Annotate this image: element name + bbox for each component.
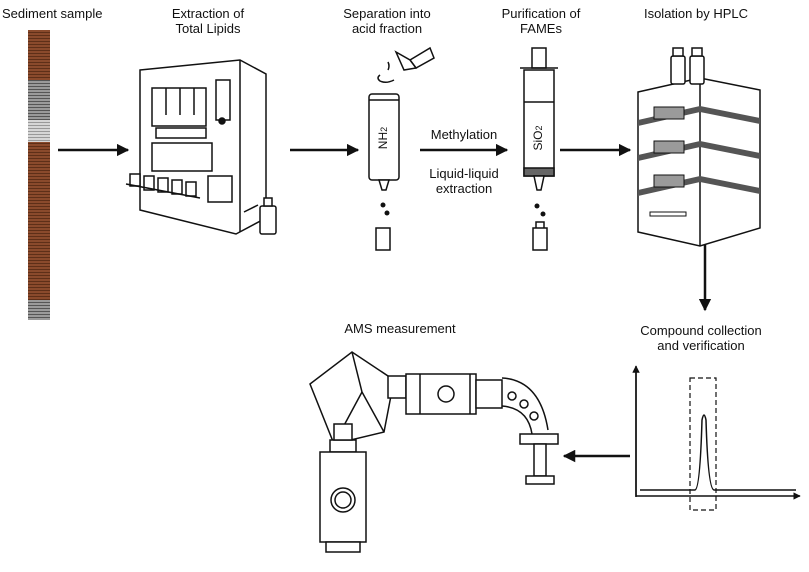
separation-apparatus-icon	[368, 46, 435, 251]
nh2-cartridge-label: NH2	[376, 126, 390, 150]
extraction-instrument-icon	[125, 59, 277, 235]
sediment-core-icon	[28, 30, 50, 320]
separation-drops-icon	[380, 202, 390, 216]
label-compound-collection: Compound collection and verification	[640, 323, 762, 353]
label-ams-measurement: AMS measurement	[344, 321, 456, 336]
label-liquid-extraction: Liquid-liquid extraction	[429, 166, 499, 196]
purification-drops-icon	[534, 203, 546, 217]
hplc-instrument-icon	[637, 47, 761, 247]
label-purification: Purification of FAMEs	[501, 6, 581, 36]
hplc-modules-icon	[638, 106, 760, 217]
label-separation: Separation into acid fraction	[343, 6, 431, 36]
sio2-cartridge-label: SiO2	[531, 125, 545, 151]
label-hplc: Isolation by HPLC	[643, 6, 749, 21]
label-methylation: Methylation	[430, 127, 498, 142]
label-extraction: Extraction of Total Lipids	[171, 6, 245, 36]
purification-apparatus-icon	[520, 47, 558, 251]
chromatogram-icon	[632, 365, 801, 511]
ams-instrument-icon	[309, 351, 559, 553]
label-sediment-sample: Sediment sample	[2, 6, 103, 21]
